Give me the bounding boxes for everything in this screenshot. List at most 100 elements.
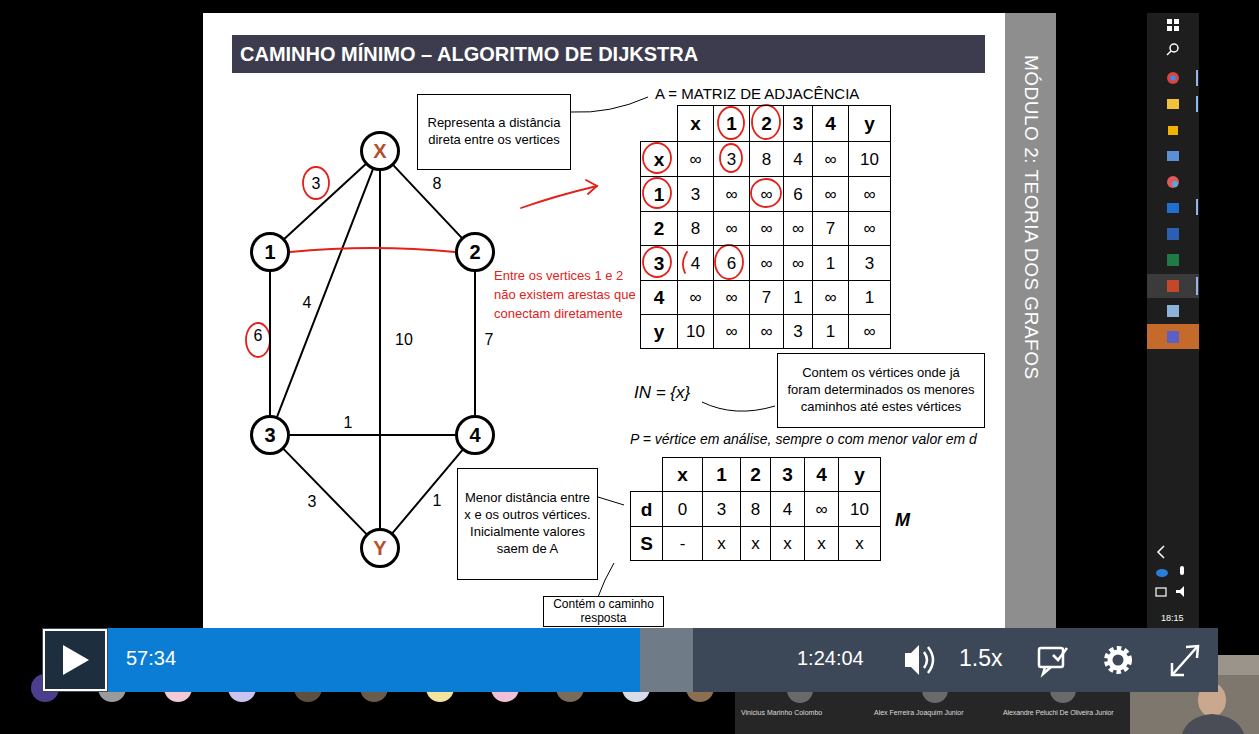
edge-weight: 1 bbox=[342, 414, 355, 432]
table-cell: 2 bbox=[640, 211, 678, 246]
table-cell: 1 bbox=[783, 280, 813, 315]
table-cell: 3 bbox=[848, 245, 891, 281]
table-cell: 8 bbox=[740, 491, 771, 527]
table-cell: y bbox=[848, 105, 891, 142]
table-cell: ∞ bbox=[713, 314, 750, 349]
callout-box: Contém o caminho resposta bbox=[543, 596, 664, 627]
table-cell: ∞ bbox=[783, 245, 813, 281]
table-cell: 10 bbox=[848, 141, 891, 177]
taskbar bbox=[1196, 70, 1198, 86]
taskbar-icon bbox=[1167, 331, 1179, 343]
table-cell: x bbox=[740, 526, 771, 561]
taskbar bbox=[1196, 199, 1198, 215]
player-icon bbox=[905, 645, 919, 675]
graph-edge bbox=[474, 272, 476, 415]
annotation-note: Entre os vertices 1 e 2 não existem ares… bbox=[494, 266, 640, 323]
table-cell: 1 bbox=[812, 245, 849, 281]
vertex-outline bbox=[457, 234, 494, 271]
taskbar-icon bbox=[1167, 203, 1179, 213]
taskbar-icon bbox=[1167, 99, 1179, 109]
table-cell: 4 bbox=[812, 105, 849, 142]
vertex-outline bbox=[252, 417, 289, 454]
table-cell: 6 bbox=[783, 176, 813, 212]
table-cell: x bbox=[662, 457, 703, 492]
table-cell: 1 bbox=[812, 314, 849, 349]
callout-box: Menor distância entre x e os outros vért… bbox=[457, 468, 598, 580]
title-band: CAMINHO MÍNIMO – ALGORITMO DE DIJKSTRA bbox=[232, 35, 985, 73]
edge-weight: 4 bbox=[301, 294, 314, 312]
taskbar-icon bbox=[1172, 181, 1178, 187]
table-cell: ∞ bbox=[848, 314, 891, 349]
table-cell: 10 bbox=[838, 491, 881, 527]
player-bar bbox=[44, 630, 106, 690]
graph-vertex: Y bbox=[360, 528, 400, 568]
table-cell: 4 bbox=[783, 141, 813, 177]
red-annotation bbox=[521, 186, 597, 208]
table-cell: ∞ bbox=[749, 314, 784, 349]
graph-edge bbox=[285, 165, 366, 239]
taskbar-icon bbox=[1167, 228, 1179, 240]
table-cell: 3 bbox=[713, 141, 750, 177]
player-icon bbox=[1172, 663, 1184, 675]
player-icon bbox=[1043, 667, 1051, 674]
graph-vertex: X bbox=[360, 131, 400, 171]
callout-box: Representa a distância direta entre os v… bbox=[417, 94, 571, 170]
table-cell: 4 bbox=[770, 491, 805, 527]
table-cell: y bbox=[838, 457, 881, 492]
taskbar-icon bbox=[1167, 176, 1179, 188]
red-annotation bbox=[683, 252, 687, 273]
table-cell: ∞ bbox=[848, 176, 891, 212]
taskbar-icon bbox=[1167, 254, 1179, 266]
table-cell: 3 bbox=[702, 491, 741, 527]
taskbar-icon bbox=[1174, 26, 1179, 31]
leader-line bbox=[571, 97, 648, 112]
player-icon bbox=[1110, 652, 1126, 668]
graph-vertex: 2 bbox=[455, 232, 495, 272]
table-cell: 1 bbox=[702, 457, 741, 492]
taskbar-icon bbox=[1167, 305, 1179, 317]
graph-vertex: 3 bbox=[250, 415, 290, 455]
graph-edge bbox=[394, 166, 462, 238]
elapsed-time: 57:34 bbox=[126, 647, 176, 670]
taskbar-icon bbox=[1170, 75, 1176, 81]
table-cell: x bbox=[838, 526, 881, 561]
leader-line bbox=[571, 97, 775, 597]
taskbar-icon bbox=[1167, 151, 1179, 161]
table-cell: ∞ bbox=[749, 245, 784, 281]
graph-edge bbox=[290, 434, 455, 436]
taskbar-icon bbox=[1167, 19, 1172, 24]
total-time: 1:24:04 bbox=[797, 647, 864, 670]
taskbar bbox=[1196, 96, 1198, 112]
table-cell: d bbox=[630, 491, 663, 527]
matrix-symbol: M bbox=[895, 510, 910, 531]
table-cell: S bbox=[630, 526, 663, 561]
player-icon bbox=[1186, 646, 1198, 658]
edge-weight: 8 bbox=[431, 175, 444, 193]
vertex-outline bbox=[362, 133, 399, 170]
vertex-outline bbox=[457, 417, 494, 454]
edge-weight: 3 bbox=[306, 493, 319, 511]
table-cell: x bbox=[640, 141, 678, 177]
edge-weight: 6 bbox=[252, 327, 265, 345]
annotation-stroke bbox=[290, 248, 455, 252]
slide-ground bbox=[203, 13, 1056, 628]
node-text: Contem os vértices onde já foram determi… bbox=[784, 365, 978, 416]
taskbar-icon bbox=[1167, 280, 1179, 292]
table-cell: ∞ bbox=[812, 141, 849, 177]
graph-edge bbox=[269, 272, 271, 415]
player-bar bbox=[42, 628, 1218, 692]
table-cell: x bbox=[702, 526, 741, 561]
taskbar-icon bbox=[1174, 19, 1179, 24]
vertex-outline bbox=[362, 530, 399, 567]
taskbar-icon bbox=[1156, 588, 1166, 596]
player-bar bbox=[640, 628, 693, 692]
player-icon bbox=[928, 647, 933, 673]
vertex-outline bbox=[252, 234, 289, 271]
table-cell: ∞ bbox=[812, 280, 849, 315]
table-cell: ∞ bbox=[812, 176, 849, 212]
table-cell: 4 bbox=[804, 457, 839, 492]
graph-edge bbox=[393, 450, 462, 532]
table-cell: 7 bbox=[749, 280, 784, 315]
